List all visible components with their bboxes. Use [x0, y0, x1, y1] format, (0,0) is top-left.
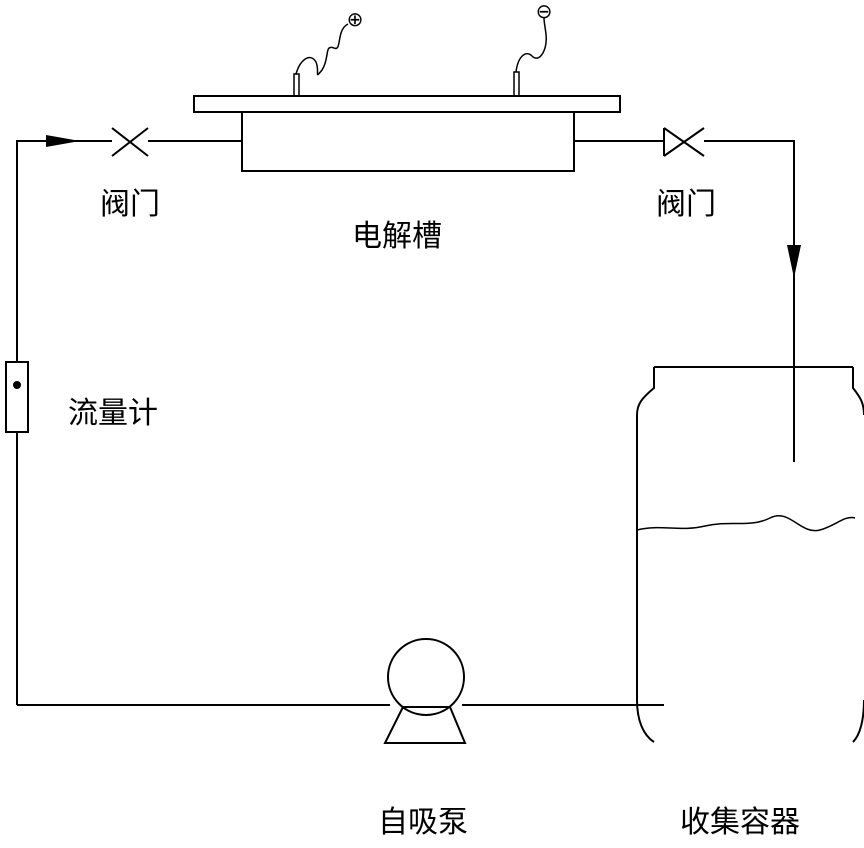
return-pipe	[16, 140, 112, 362]
electrolytic-cell	[193, 95, 621, 172]
cathode-symbol: ⊖	[536, 0, 553, 23]
flowmeter-label: 流量计	[68, 396, 158, 431]
pump-label: 自吸泵	[378, 805, 468, 840]
collection-container-label: 收集容器	[680, 805, 800, 840]
flowmeter	[5, 361, 29, 433]
cathode-electrode	[513, 17, 548, 97]
left-valve[interactable]	[111, 127, 149, 157]
anode-electrode	[293, 23, 349, 97]
flow-arrow-down	[787, 245, 801, 278]
anode-symbol: ⊕	[347, 7, 364, 31]
collection-container	[636, 366, 864, 743]
liquid-surface	[636, 515, 856, 532]
outlet-pipe	[704, 140, 795, 462]
electrolytic-cell-label: 电解槽	[352, 219, 442, 254]
flow-arrow-right	[46, 135, 80, 147]
right-valve[interactable]	[663, 127, 705, 157]
valve-label-right: 阀门	[656, 187, 716, 222]
self-priming-pump	[383, 638, 467, 744]
valve-label-left: 阀门	[100, 187, 160, 222]
